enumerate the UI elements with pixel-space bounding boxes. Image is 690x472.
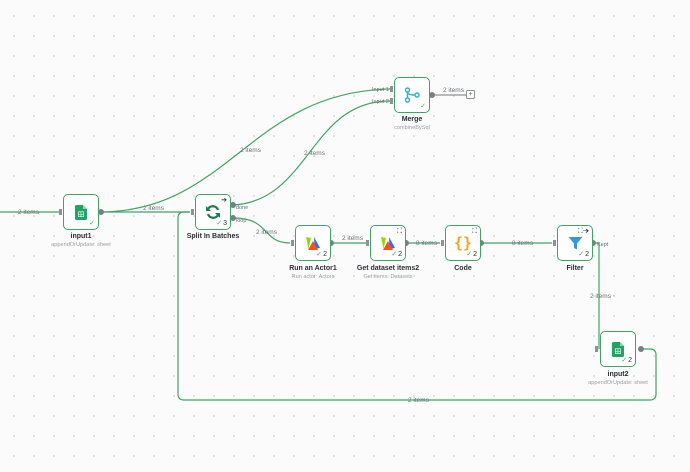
- node-subtitle: appendOrUpdate: sheet: [51, 242, 111, 248]
- node-title: Filter: [566, 265, 584, 272]
- input-port[interactable]: [366, 240, 369, 246]
- node-title: Run an Actor1: [289, 265, 337, 272]
- success-status: ✓2: [466, 251, 477, 259]
- success-status: ✓2: [621, 357, 632, 365]
- input-port[interactable]: [441, 240, 444, 246]
- run-count: 2: [398, 251, 402, 258]
- node-subtitle: combineBySql: [394, 125, 430, 131]
- connection-input1-merge[interactable]: [101, 88, 391, 213]
- node-subtitle: Get items: Datasets: [363, 274, 413, 280]
- node-title: Get dataset items2: [356, 265, 420, 272]
- node-title: Split In Batches: [186, 233, 240, 240]
- connection-label: 2 items: [590, 293, 612, 300]
- success-status: ✓2: [391, 251, 402, 259]
- success-status: ✓3: [216, 220, 227, 228]
- node-title: input2: [607, 371, 629, 378]
- output-port[interactable]: [429, 92, 435, 98]
- node-filter[interactable]: ⛶➔ ✓2: [557, 225, 593, 261]
- funnel-icon: [558, 226, 592, 260]
- node-subtitle: appendOrUpdate: sheet: [588, 380, 648, 386]
- run-count: 2: [628, 357, 632, 364]
- output-port-done[interactable]: [230, 202, 236, 208]
- port-label: Input 1: [372, 87, 389, 93]
- check-icon: ✓: [466, 251, 473, 258]
- add-node-button[interactable]: +: [466, 90, 475, 99]
- run-count: 2: [585, 251, 589, 258]
- port-label: loop: [236, 218, 246, 224]
- connection-label: 2 items: [256, 229, 278, 236]
- check-icon: ✓: [316, 251, 323, 258]
- connection-label: 2 items: [443, 87, 465, 94]
- connection-split-actor[interactable]: [233, 217, 291, 244]
- check-icon: ✓: [578, 251, 585, 258]
- run-count: 2: [323, 251, 327, 258]
- merge-icon: [395, 78, 429, 112]
- check-icon: ✓: [391, 251, 398, 258]
- node-title: Merge: [401, 116, 423, 123]
- check-icon: ✓: [621, 357, 628, 364]
- input-port[interactable]: [59, 209, 62, 215]
- connection-label: 8 items: [416, 240, 438, 247]
- connection-input2-loopback[interactable]: [177, 211, 657, 401]
- connection-split-merge[interactable]: [233, 100, 391, 206]
- output-port-loop[interactable]: [230, 215, 236, 221]
- success-status: ✓: [89, 220, 95, 228]
- port-label: done: [236, 205, 248, 211]
- output-port[interactable]: [98, 209, 104, 215]
- connection-label: 8 items: [512, 240, 534, 247]
- run-count: 2: [473, 251, 477, 258]
- check-icon: ✓: [420, 103, 426, 110]
- connection-label: 2 items: [240, 147, 262, 154]
- run-count: 3: [223, 220, 227, 227]
- connection-label: 2 items: [143, 205, 165, 212]
- success-status: ✓2: [578, 251, 589, 259]
- expand-execute-icon[interactable]: ⛶➔: [577, 228, 589, 235]
- apify-icon: [371, 226, 405, 260]
- input-port[interactable]: [595, 346, 598, 352]
- node-subtitle: Run actor: Actors: [291, 274, 335, 280]
- input-port[interactable]: [390, 98, 393, 104]
- node-input2[interactable]: ✓2: [600, 331, 636, 367]
- success-status: ✓: [420, 103, 426, 111]
- connection-label: 2 items: [342, 235, 364, 242]
- input-port[interactable]: [191, 209, 194, 215]
- node-run-actor[interactable]: ✓2: [295, 225, 331, 261]
- connection-label: 2 items: [18, 209, 40, 216]
- google-sheets-icon: [601, 332, 635, 366]
- execute-arrow-icon[interactable]: ➔: [221, 197, 227, 204]
- port-label: Kept: [597, 242, 609, 248]
- connection-label: 2 items: [408, 397, 430, 404]
- node-input1[interactable]: ✓: [63, 194, 99, 230]
- port-label: Input 2: [372, 99, 389, 105]
- input-port[interactable]: [553, 240, 556, 246]
- node-get-dataset-items[interactable]: ⛶ ✓2: [370, 225, 406, 261]
- refresh-icon: [196, 195, 230, 229]
- check-icon: ✓: [216, 220, 223, 227]
- node-code[interactable]: {} ⛶ ✓2: [445, 225, 481, 261]
- google-sheets-icon: [64, 195, 98, 229]
- check-icon: ✓: [89, 220, 95, 227]
- connection-label: 2 items: [304, 150, 326, 157]
- input-port[interactable]: [390, 86, 393, 92]
- output-port[interactable]: [638, 346, 644, 352]
- node-merge[interactable]: ✓: [394, 77, 430, 113]
- apify-icon: [296, 226, 330, 260]
- success-status: ✓2: [316, 251, 327, 259]
- node-title: Code: [454, 265, 472, 272]
- input-port[interactable]: [291, 240, 294, 246]
- node-title: input1: [70, 233, 92, 240]
- node-split-in-batches[interactable]: ➔ ✓3: [195, 194, 231, 230]
- expand-icon[interactable]: ⛶: [472, 228, 477, 235]
- expand-icon[interactable]: ⛶: [397, 228, 402, 235]
- code-braces-icon: {}: [453, 234, 473, 252]
